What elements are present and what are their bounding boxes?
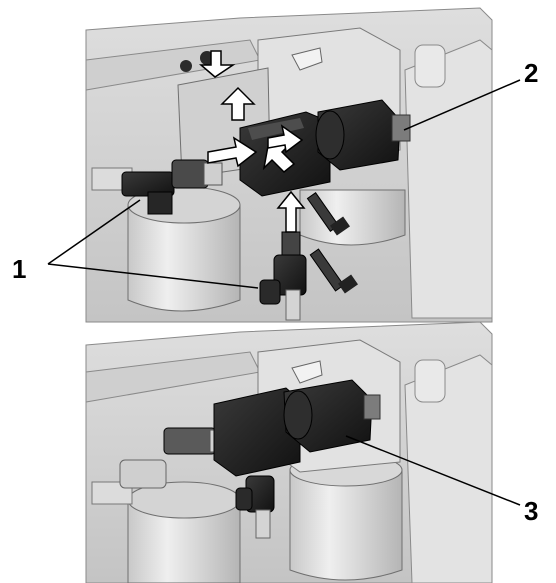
callout-number-2: 2	[524, 58, 538, 88]
direction-arrow-up	[220, 86, 256, 121]
side-pipe-bottom	[414, 359, 446, 403]
bolt-lower	[309, 248, 358, 294]
direction-arrow-right-block	[267, 124, 304, 154]
filter-can-right-top	[299, 189, 406, 246]
callout-number-3: 3	[524, 496, 538, 526]
solenoid-coil-top	[315, 99, 411, 171]
callout-3-leader	[345, 435, 521, 506]
bottom-assembled-view	[85, 321, 521, 583]
top-exploded-view	[47, 7, 521, 323]
filter-head-bracket-icon	[291, 47, 323, 71]
bolt-upper	[306, 192, 350, 236]
filter-can-right-bottom	[289, 469, 403, 581]
callout-number-1: 1	[12, 254, 26, 284]
tee-fitting-assembled-lower	[235, 475, 275, 539]
side-panel-bottom	[404, 354, 493, 583]
callout-1-leader-lower	[47, 263, 259, 289]
callout-2-leader	[403, 79, 521, 131]
direction-arrow-down-plate	[198, 50, 236, 78]
tee-fitting-upper	[121, 159, 223, 215]
side-panel-top	[404, 39, 493, 319]
solenoid-valve-assembled	[213, 379, 381, 477]
direction-arrow-vertical-lower	[276, 190, 306, 233]
filter-can-left-top	[127, 204, 241, 312]
tee-fitting-lower	[259, 231, 307, 321]
callout-1-leader-upper	[47, 199, 141, 265]
side-pipe-top	[414, 44, 446, 88]
direction-arrow-right	[207, 136, 258, 168]
filter-head-bracket-icon-bottom	[291, 360, 323, 384]
